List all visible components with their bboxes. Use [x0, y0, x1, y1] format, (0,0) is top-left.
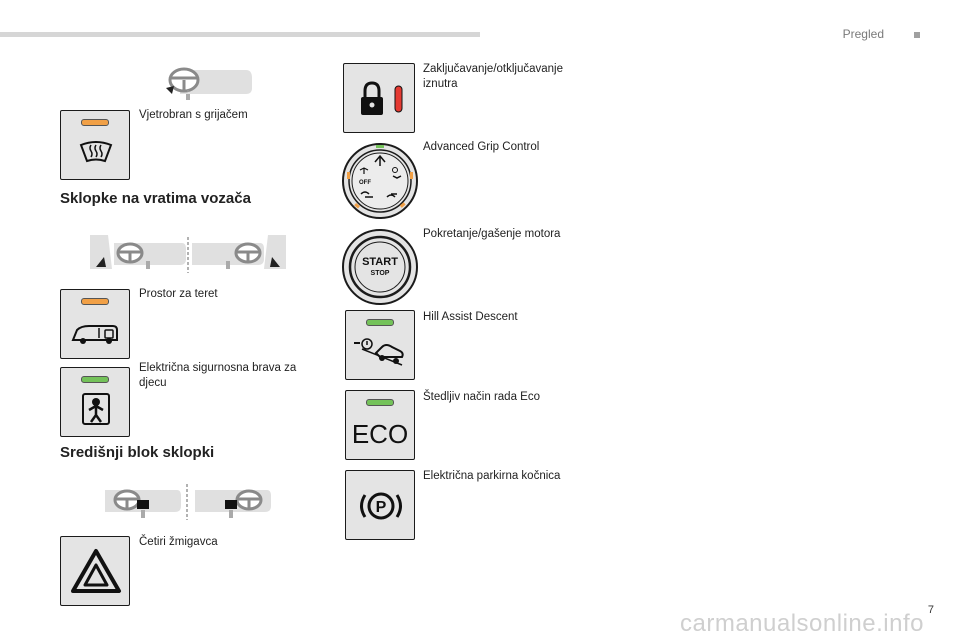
stop-text: STOP	[371, 270, 390, 277]
section-title: Pregled	[842, 27, 884, 41]
start-text: START	[362, 256, 398, 268]
heated-windscreen-button[interactable]	[60, 110, 130, 180]
parking-brake-label: Električna parkirna kočnica	[423, 470, 561, 482]
watermark: carmanualsonline.info	[680, 610, 924, 637]
hazard-label: Četiri žmigavca	[139, 536, 218, 548]
eco-label: Štedljiv način rada Eco	[423, 391, 540, 403]
start-stop-button[interactable]: START STOP	[341, 228, 419, 306]
parking-brake-icon: P	[360, 492, 402, 520]
grip-control-dial[interactable]: OFF	[341, 142, 419, 220]
central-lock-button[interactable]	[343, 63, 415, 133]
child-lock-icon	[82, 393, 110, 425]
hill-descent-button[interactable]	[345, 310, 415, 380]
start-stop-label: Pokretanje/gašenje motora	[423, 228, 561, 240]
hazard-triangle-icon	[71, 549, 121, 593]
steering-wheel-location-illustration	[166, 67, 252, 100]
grip-control-label: Advanced Grip Control	[423, 141, 540, 153]
driver-door-switches-illustration	[90, 235, 286, 273]
heading-center-console: Središnji blok sklopki	[60, 444, 215, 461]
page-number: 7	[927, 604, 934, 616]
center-console-illustration	[105, 484, 271, 520]
eco-led	[366, 399, 394, 406]
grip-off-text: OFF	[359, 180, 371, 186]
cargo-label: Prostor za teret	[139, 288, 218, 300]
cargo-led	[81, 298, 109, 305]
eco-button-text: ECO	[351, 419, 409, 449]
parking-brake-button[interactable]: P	[345, 470, 415, 540]
cargo-van-lock-icon	[71, 325, 118, 344]
heated-windscreen-icon	[79, 141, 113, 163]
hazard-button[interactable]	[60, 536, 130, 606]
child-lock-label: Električna sigurnosna brava za djecu	[139, 362, 297, 389]
header-rule	[0, 32, 480, 37]
hill-descent-label: Hill Assist Descent	[423, 311, 518, 323]
hill-descent-car-icon	[354, 338, 404, 366]
child-lock-button[interactable]	[60, 367, 130, 437]
cargo-button[interactable]	[60, 289, 130, 359]
eco-button[interactable]: ECO	[345, 390, 415, 460]
heading-driver-door: Sklopke na vratima vozača	[60, 190, 251, 207]
heated-windscreen-label: Vjetrobran s grijačem	[139, 109, 248, 121]
svg-text:P: P	[376, 499, 387, 516]
heated-windscreen-led	[81, 119, 109, 126]
child-lock-led	[81, 376, 109, 383]
hill-descent-led	[366, 319, 394, 326]
section-marker	[914, 32, 920, 38]
central-lock-label: Zaključavanje/otključavanje iznutra	[423, 63, 563, 90]
padlock-icon	[361, 81, 403, 115]
